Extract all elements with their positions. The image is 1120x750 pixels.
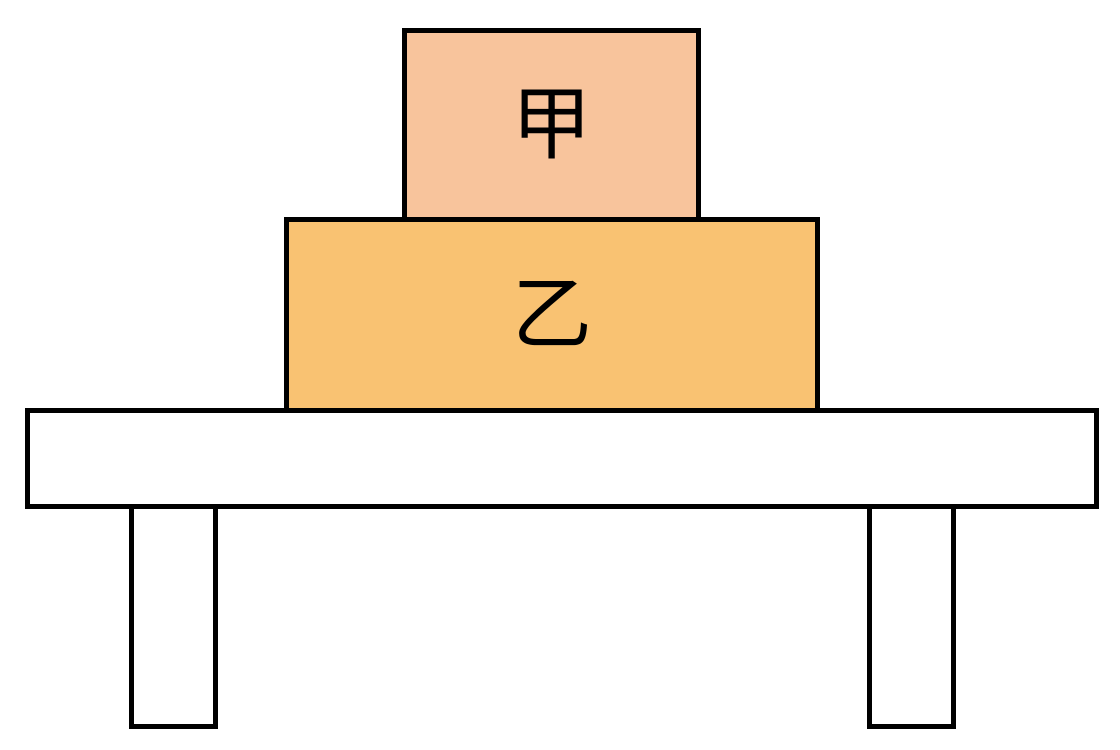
table-leg-left — [129, 501, 218, 729]
block-jia: 甲 — [402, 28, 701, 222]
table-leg-right — [867, 501, 956, 729]
block-yi: 乙 — [284, 217, 820, 413]
block-jia-label: 甲 — [511, 78, 592, 171]
block-yi-label: 乙 — [512, 268, 592, 361]
table-top — [25, 408, 1099, 509]
